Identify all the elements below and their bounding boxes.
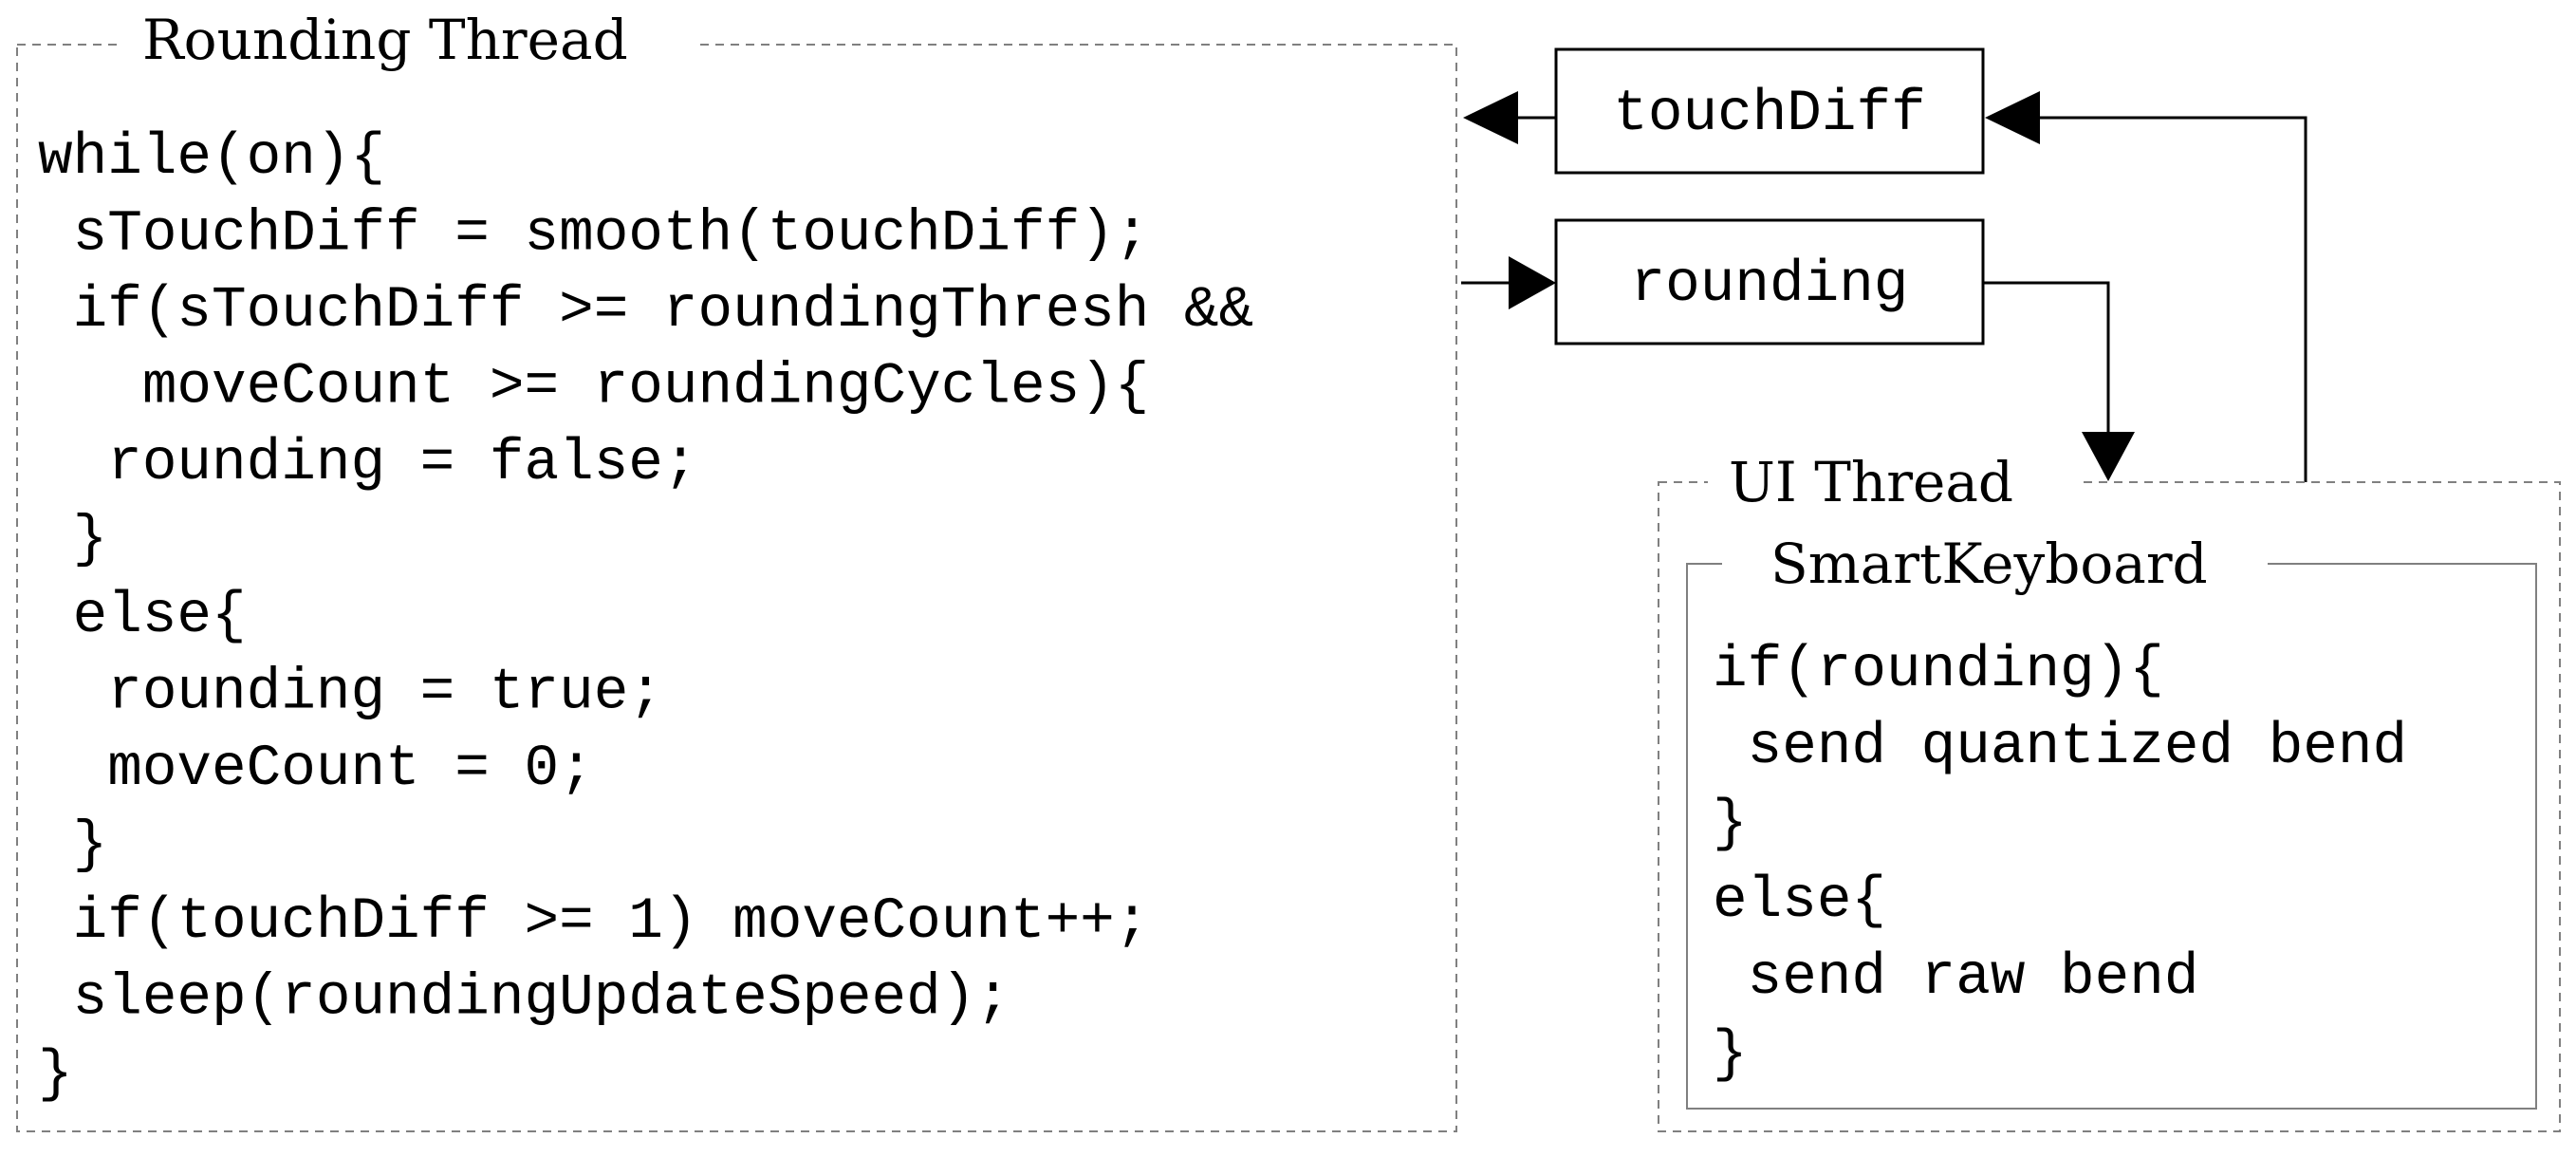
touchdiff-to-rounding-thread-arrow: [1463, 91, 1556, 144]
code-line: if(touchDiff >= 1) moveCount++;: [38, 889, 1149, 955]
code-line: send raw bend: [1713, 945, 2198, 1011]
code-line: moveCount = 0;: [38, 737, 594, 802]
code-line: while(on){: [38, 125, 385, 191]
rounding-thread-title: Rounding Thread: [142, 8, 628, 72]
smart-keyboard-code: if(rounding){ send quantized bend}else{ …: [1713, 638, 2407, 1088]
rounding-variable-box: rounding: [1554, 218, 1985, 345]
code-line: }: [38, 1042, 73, 1108]
smart-keyboard-title: SmartKeyboard: [1770, 532, 2208, 596]
ui-thread-title: UI Thread: [1729, 450, 2013, 514]
code-line: if(sTouchDiff >= roundingThresh &&: [38, 278, 1253, 344]
code-line: }: [1713, 1022, 1748, 1088]
rounding-thread-box: Rounding Thread while(on){ sTouchDiff = …: [16, 8, 1457, 1132]
code-line: rounding = true;: [38, 661, 663, 726]
rounding-label: rounding: [1631, 252, 1909, 318]
code-line: else{: [38, 584, 247, 649]
ui-thread-to-touchdiff-arrow: [1985, 91, 2307, 482]
ui-thread-box: UI Thread SmartKeyboard if(rounding){ se…: [1658, 446, 2561, 1132]
code-line: }: [38, 508, 107, 573]
rounding-thread-to-rounding-arrow: [1461, 256, 1556, 309]
code-line: send quantized bend: [1713, 715, 2407, 780]
code-line: sleep(roundingUpdateSpeed);: [38, 966, 1010, 1032]
code-line: rounding = false;: [38, 431, 698, 496]
rounding-thread-code: while(on){ sTouchDiff = smooth(touchDiff…: [38, 125, 1253, 1108]
code-line: }: [1713, 792, 1748, 857]
touchdiff-variable-box: touchDiff: [1554, 47, 1985, 175]
touchdiff-label: touchDiff: [1613, 82, 1925, 147]
code-line: else{: [1713, 868, 1886, 934]
rounding-to-ui-thread-arrow: [1983, 281, 2135, 481]
code-line: if(rounding){: [1713, 638, 2164, 703]
code-line: sTouchDiff = smooth(touchDiff);: [38, 202, 1149, 268]
code-line: }: [38, 813, 107, 879]
code-line: moveCount >= roundingCycles){: [38, 355, 1149, 420]
smart-keyboard-box: SmartKeyboard if(rounding){ send quantiz…: [1686, 527, 2537, 1110]
